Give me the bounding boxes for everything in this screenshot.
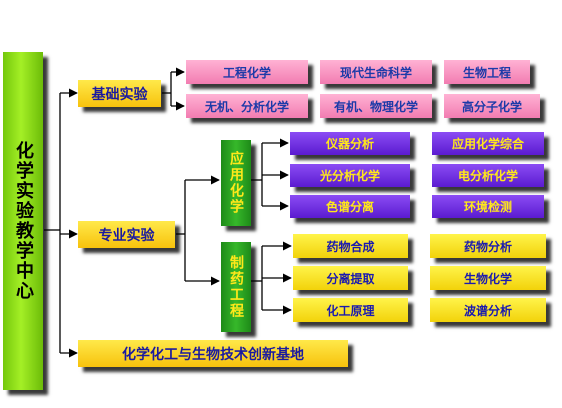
basic-item: 生物工程: [444, 60, 530, 84]
applied-item: 环境检测: [432, 195, 544, 218]
category-innovation: 化学化工与生物技术创新基地: [78, 340, 348, 367]
pharma-item: 药物分析: [430, 234, 546, 258]
pharma-item: 波谱分析: [430, 298, 546, 322]
applied-item: 仪器分析: [290, 132, 410, 155]
root-center: 化学实验教学中心: [3, 52, 43, 390]
applied-item: 色谱分离: [290, 195, 410, 218]
basic-item: 现代生命科学: [320, 60, 432, 84]
applied-item: 光分析化学: [290, 164, 410, 187]
basic-item: 工程化学: [186, 60, 308, 84]
pharma-item: 分离提取: [293, 266, 408, 290]
basic-item: 高分子化学: [444, 94, 540, 118]
pharma-item: 化工原理: [293, 298, 408, 322]
applied-item: 电分析化学: [432, 164, 544, 187]
basic-item: 有机、物理化学: [320, 94, 432, 118]
group-applied: 应用化学: [221, 140, 251, 226]
category-basic: 基础实验: [78, 80, 161, 107]
category-professional: 专业实验: [78, 221, 175, 248]
pharma-item: 药物合成: [293, 234, 408, 258]
basic-item: 无机、分析化学: [186, 94, 308, 118]
applied-item: 应用化学综合: [432, 132, 544, 155]
group-pharma: 制药工程: [221, 242, 251, 332]
pharma-item: 生物化学: [430, 266, 546, 290]
